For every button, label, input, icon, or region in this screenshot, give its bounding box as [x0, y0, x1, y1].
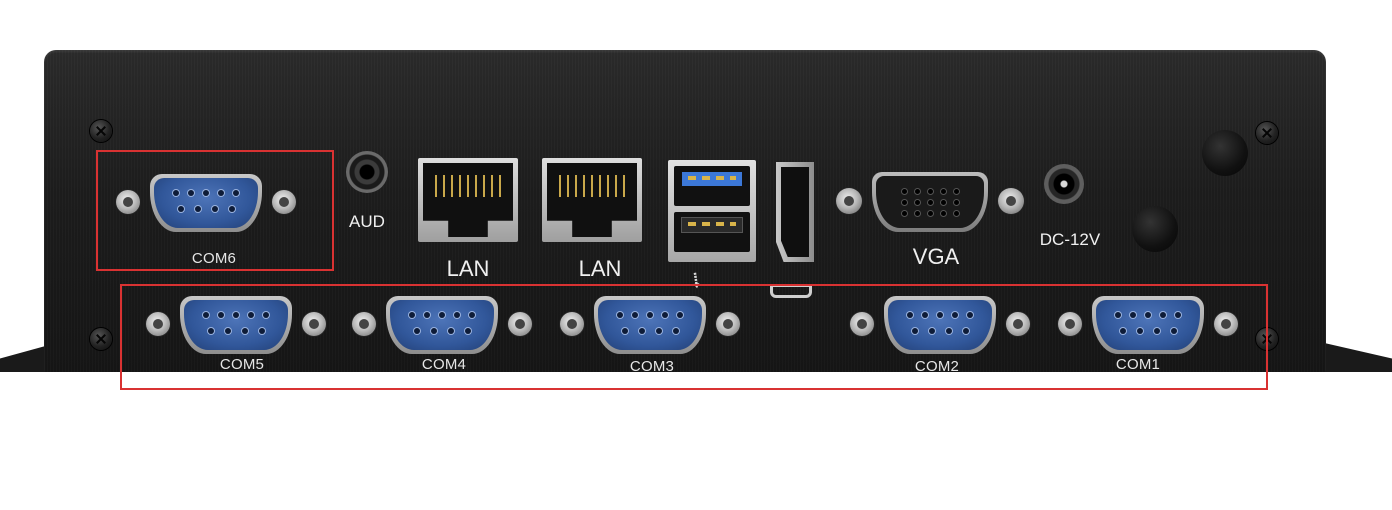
highlight-box-com1-5 — [120, 284, 1268, 390]
serial-port-com6 — [116, 170, 296, 240]
serial-port-com2 — [850, 292, 1030, 362]
aud-label: AUD — [349, 212, 385, 231]
audio-jack — [346, 151, 388, 193]
screw-icon — [1256, 122, 1278, 144]
rubber-bumper — [1202, 130, 1248, 176]
usb3-port — [674, 166, 750, 206]
serial-port-com4 — [352, 292, 532, 362]
com6-label: COM6 — [191, 250, 237, 267]
com4-label: COM4 — [421, 356, 467, 373]
com2-label: COM2 — [914, 358, 960, 375]
usb-port-stack — [668, 160, 756, 262]
highlight-box-com6 — [96, 150, 334, 271]
dc-power-jack — [1044, 164, 1084, 204]
vga-port — [836, 172, 1024, 232]
lan1-label: LAN — [446, 256, 490, 281]
lan-port-1 — [418, 158, 518, 242]
com1-label: COM1 — [1115, 356, 1161, 373]
rubber-bumper — [1132, 206, 1178, 252]
screw-icon — [90, 120, 112, 142]
lan2-label: LAN — [578, 256, 622, 281]
mounting-bracket-right — [1320, 342, 1392, 372]
serial-port-com1 — [1058, 292, 1238, 362]
vga-label: VGA — [912, 244, 960, 269]
usb2-port — [674, 212, 750, 252]
com3-label: COM3 — [629, 358, 675, 375]
com5-label: COM5 — [219, 356, 265, 373]
hdmi-port — [776, 162, 814, 262]
serial-port-com5 — [146, 292, 326, 362]
dc-label: DC-12V — [1039, 230, 1101, 249]
serial-port-com3 — [560, 292, 740, 362]
lan-port-2 — [542, 158, 642, 242]
screw-icon — [90, 328, 112, 350]
